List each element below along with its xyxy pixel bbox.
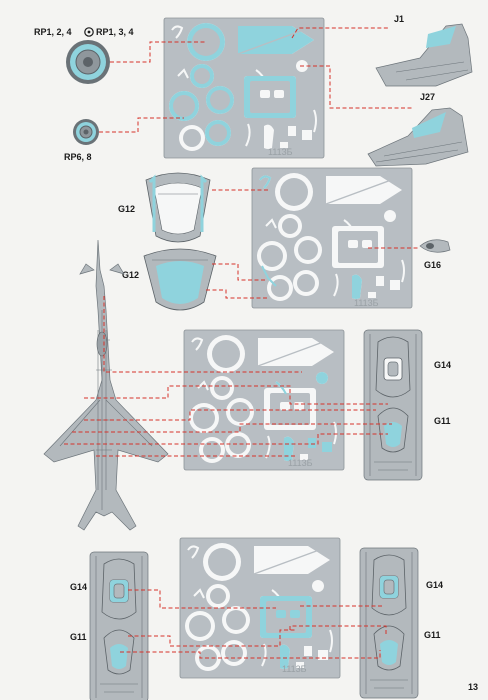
- page-number: 13: [468, 682, 478, 692]
- canopy-frame-g12-upper: [145, 172, 211, 243]
- ref-g12-a: G12: [118, 204, 135, 214]
- mask-sheet-4: 1113Б: [179, 537, 341, 679]
- sheet-code: 1113Б: [354, 298, 379, 308]
- step-row-3: 1113Б G14 G11: [64, 296, 451, 481]
- tail-fin-j27: [367, 107, 469, 167]
- ref-g11-a: G11: [434, 416, 451, 426]
- mask-sheet-1: 1113Б: [163, 17, 325, 159]
- step-row-2: G12 G12 1113Б G16: [118, 167, 451, 311]
- mask-sheet-2: 1113Б: [251, 167, 413, 309]
- ref-g16: G16: [424, 260, 441, 270]
- step-row-4: G14 G11 1113Б G14 G11: [70, 537, 443, 700]
- canopy-frame-g12-lower: [143, 248, 217, 311]
- aircraft-top-view: [43, 239, 169, 531]
- ref-j27: J27: [420, 92, 435, 102]
- ref-g12-b: G12: [122, 270, 139, 280]
- canopy-panel-row3: [363, 329, 423, 481]
- circle-dot-icon: [84, 27, 94, 37]
- nose-cone-g16: [419, 239, 451, 253]
- ref-g14-a: G14: [434, 360, 451, 370]
- ref-g11-b: G11: [70, 632, 87, 642]
- sheet-code: 1113Б: [282, 664, 307, 674]
- wheel-ref-left: RP1, 2, 4: [34, 27, 72, 37]
- ref-j1: J1: [394, 14, 404, 24]
- wheel-ref-right: RP1, 3, 4: [96, 27, 134, 37]
- nose-wheel-mask: [73, 119, 99, 145]
- step-row-1: RP1, 2, 4 RP1, 3, 4 RP6, 8: [34, 14, 473, 167]
- canopy-panel-row4-right: [359, 547, 419, 699]
- ref-g14-b: G14: [70, 582, 87, 592]
- ref-g11-c: G11: [424, 630, 441, 640]
- tail-fin-j1: [375, 23, 473, 87]
- wheel-ref-lower: RP6, 8: [64, 152, 92, 162]
- sheet-code: 1113Б: [268, 147, 293, 157]
- canopy-panel-row4-left: [89, 551, 149, 700]
- sheet-code: 1113Б: [288, 458, 313, 468]
- ref-g14-c: G14: [426, 580, 443, 590]
- main-wheel-mask: [66, 40, 110, 84]
- mask-sheet-3: 1113Б: [183, 329, 345, 471]
